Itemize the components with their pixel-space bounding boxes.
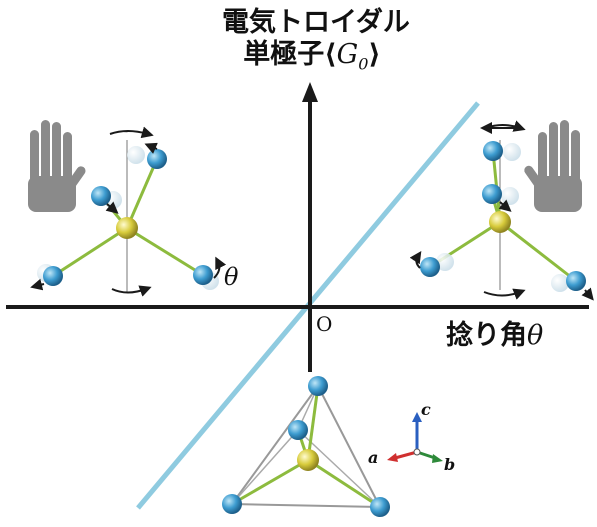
axis-b-label: b	[444, 455, 456, 474]
atom	[483, 141, 503, 161]
x-axis-label: 捻り角θ	[446, 313, 543, 352]
atom	[308, 376, 328, 396]
y-axis-arrowhead	[302, 82, 318, 102]
atom	[370, 497, 390, 517]
atom	[147, 149, 167, 169]
bottom-structure	[222, 376, 390, 517]
center-atom	[116, 217, 138, 239]
atom	[420, 257, 440, 277]
y-axis-label-text: 単極子⟨	[243, 39, 337, 70]
x-axis-symbol: θ	[527, 320, 544, 351]
atom	[193, 265, 213, 285]
left-structure	[30, 126, 227, 297]
crystal-axes-icon	[387, 412, 443, 463]
x-axis-label-text: 捻り角	[446, 320, 527, 351]
left-hand-icon	[28, 120, 86, 212]
center-atom	[489, 211, 511, 233]
atom	[222, 494, 242, 514]
atom	[91, 186, 111, 206]
atom	[43, 266, 63, 286]
center-atom	[297, 449, 319, 471]
right-hand-icon	[524, 120, 582, 212]
atom	[288, 420, 308, 440]
axis-a-label: a	[368, 448, 379, 467]
atom	[566, 271, 586, 291]
y-axis-label-line2: 単極子⟨G0⟩	[222, 40, 402, 79]
atom	[482, 184, 502, 204]
y-axis-symbol: G	[336, 39, 359, 70]
y-axis-label-line1: 電気トロイダル	[222, 7, 410, 38]
rotation-angle-label: θ	[224, 263, 239, 291]
y-axis-subscript: 0	[358, 54, 369, 74]
right-structure	[409, 120, 594, 301]
y-axis-close: ⟩	[368, 39, 381, 70]
origin-label: O	[316, 312, 333, 336]
axis-c-label: c	[421, 400, 431, 419]
